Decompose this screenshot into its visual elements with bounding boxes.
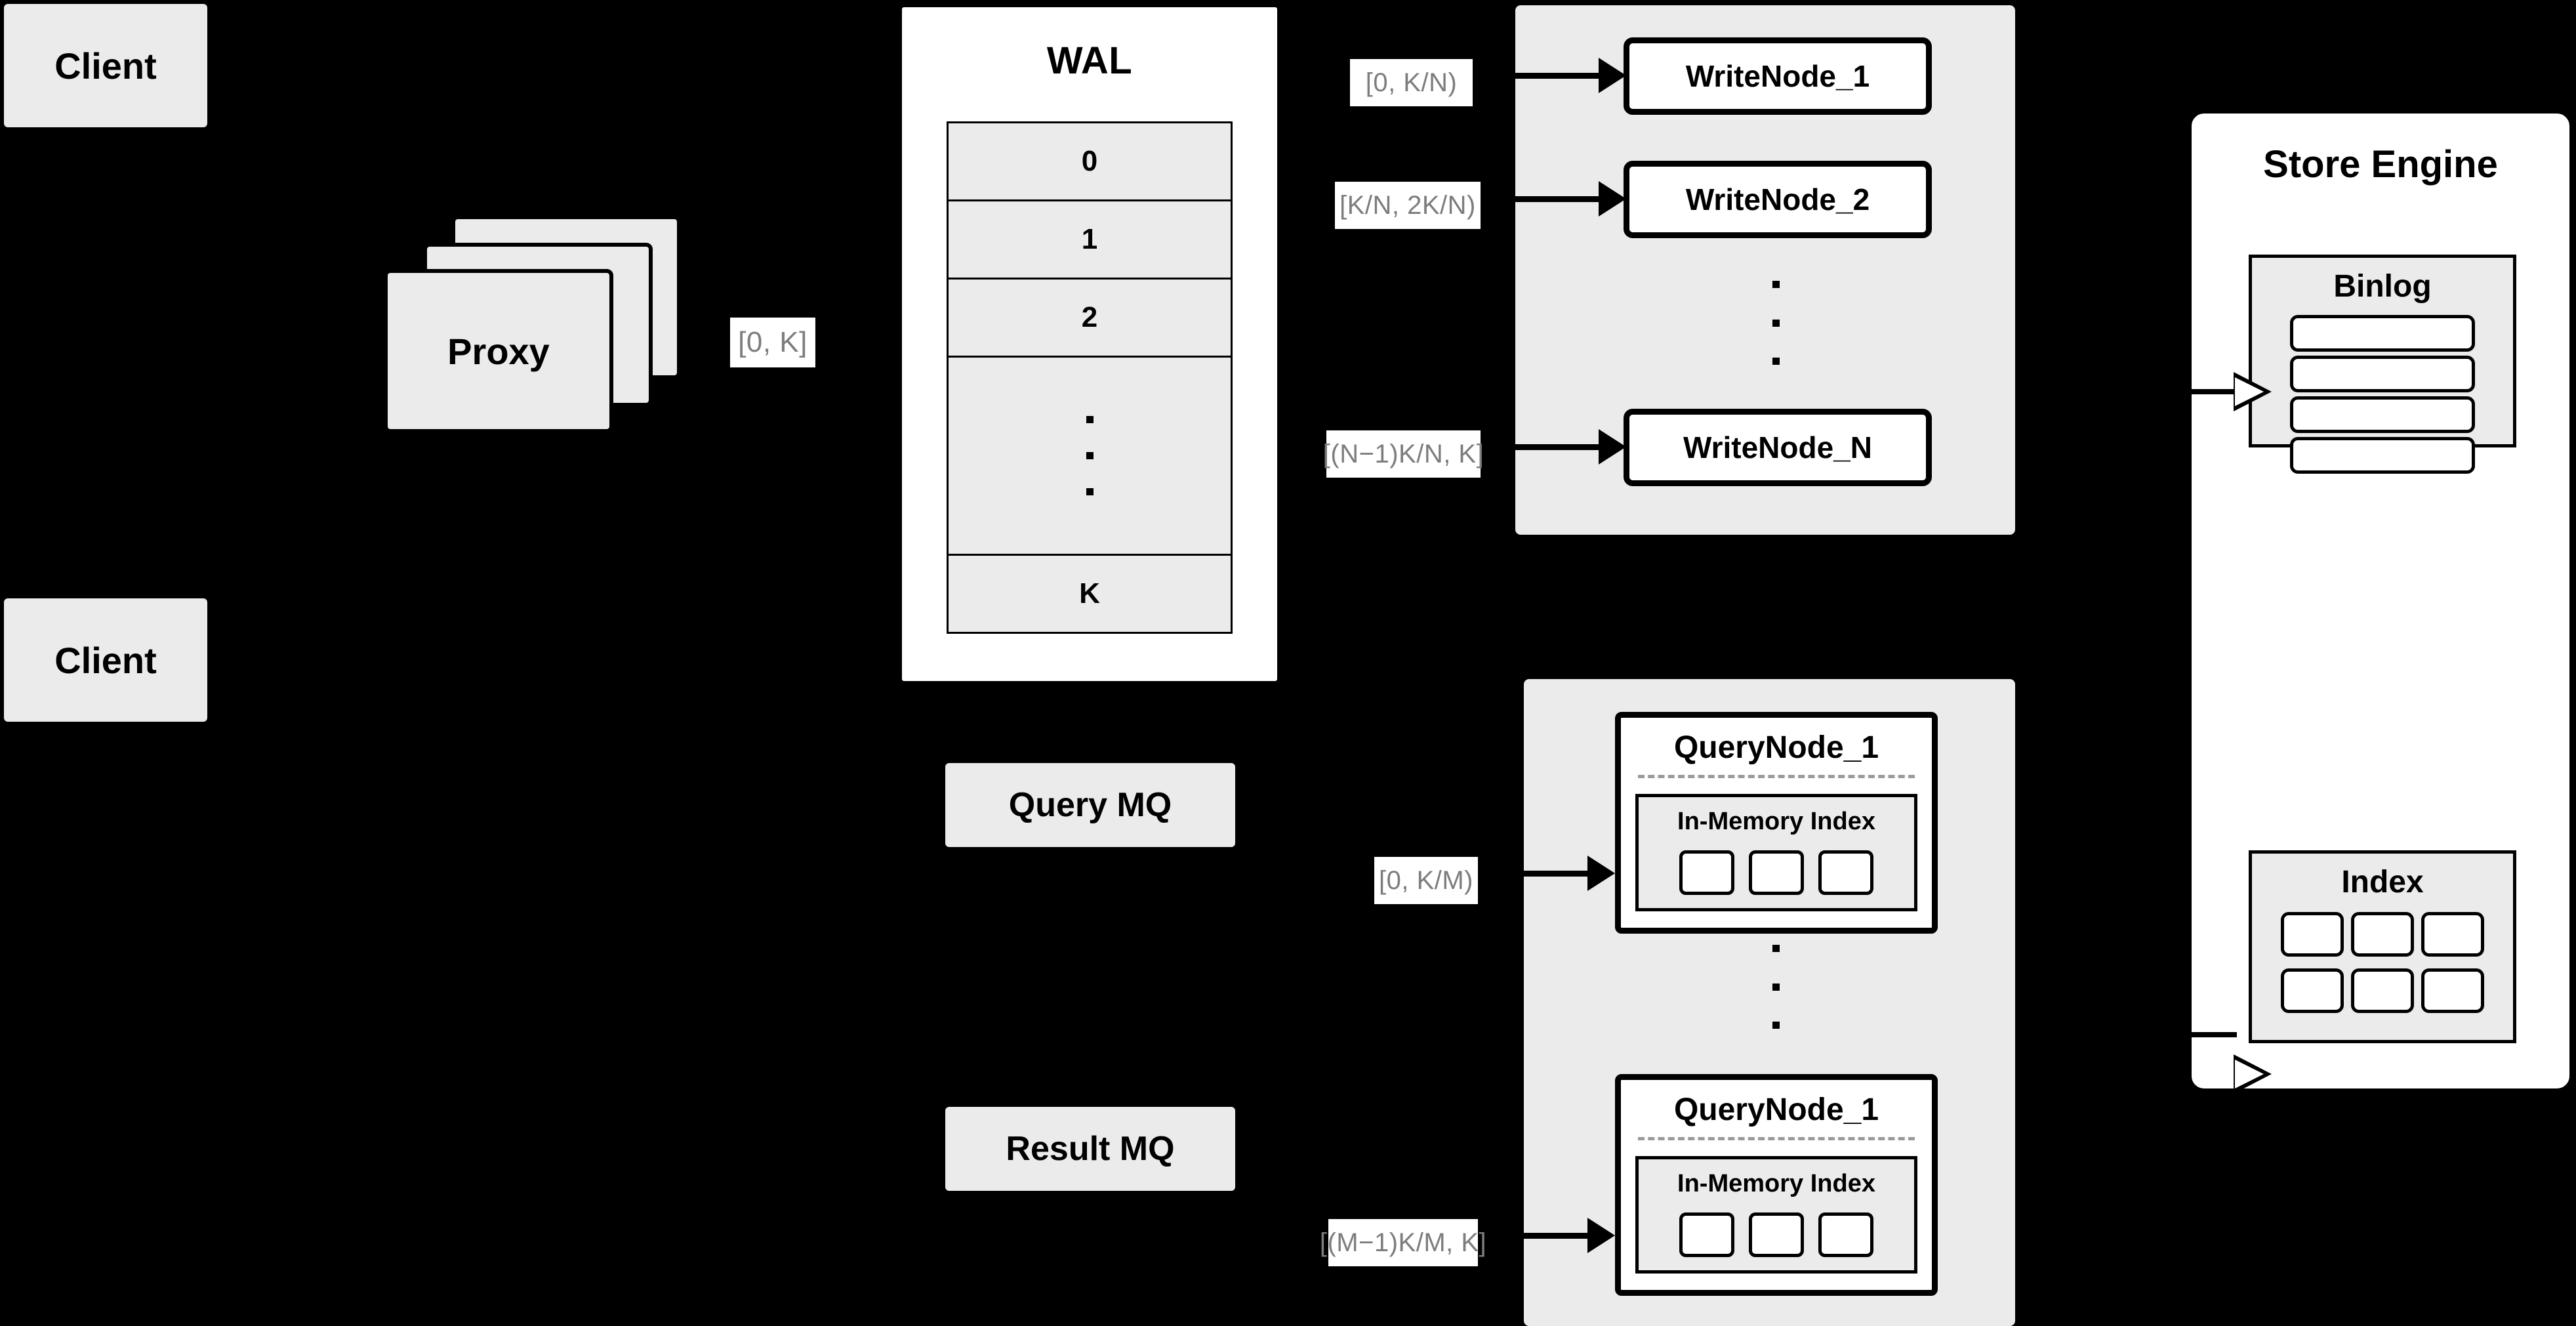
index-cell <box>1679 850 1734 895</box>
query-cluster-ellipsis <box>1771 945 1780 1029</box>
binlog-box: Binlog <box>2249 255 2516 474</box>
query-node-m-index-cells <box>1639 1198 1914 1270</box>
write-node-2[interactable]: WriteNode_2 <box>1624 161 1932 238</box>
index-cell <box>1818 850 1873 895</box>
arrow-line-to-write-node-2 <box>1515 196 1601 202</box>
query-node-m-index-title: In-Memory Index <box>1677 1170 1875 1197</box>
arrow-head-to-write-node-1 <box>1599 58 1626 93</box>
range-label-query-node-1: [0, K/M) <box>1374 857 1478 904</box>
index-cell <box>1749 850 1804 895</box>
query-node-1-title: QueryNode_1 <box>1673 730 1879 765</box>
arrow-head-hollow-binlog <box>2234 372 2272 411</box>
wal-panel: WAL 0 1 2 K <box>897 3 1282 686</box>
query-node-1-divider <box>1638 775 1915 778</box>
query-node-m-in-memory-index: In-Memory Index <box>1635 1156 1917 1274</box>
query-node-1-in-memory-index: In-Memory Index <box>1635 794 1917 911</box>
wal-table: 0 1 2 K <box>947 121 1233 634</box>
range-label-write-node-n: [(N−1)K/N, K] <box>1323 430 1484 478</box>
client-label-2: Client <box>54 639 157 681</box>
arrow-line-to-binlog <box>2187 389 2237 394</box>
index-grid-cell <box>2421 912 2484 957</box>
index-title: Index <box>2341 865 2424 900</box>
wal-row-ellipsis <box>949 358 1231 556</box>
index-grid-cell <box>2351 968 2414 1013</box>
write-node-1[interactable]: WriteNode_1 <box>1624 37 1932 115</box>
arrow-head-to-write-node-2 <box>1599 181 1626 217</box>
range-label-write-node-2: [K/N, 2K/N) <box>1335 182 1481 229</box>
index-grid-cell <box>2421 968 2484 1013</box>
range-label-query-node-m: [(M−1)K/M, K] <box>1320 1219 1486 1266</box>
arrow-head-to-write-node-n <box>1599 429 1626 465</box>
arrow-head-to-query-node-1 <box>1587 856 1615 891</box>
index-cell <box>1749 1212 1804 1257</box>
store-engine-title: Store Engine <box>2263 143 2498 186</box>
wal-row-1: 1 <box>949 201 1231 280</box>
index-grid-cell <box>2281 912 2344 957</box>
index-grid-cell <box>2351 912 2414 957</box>
result-mq-box[interactable]: Result MQ <box>945 1107 1235 1191</box>
arrow-line-to-query-node-m <box>1524 1233 1609 1239</box>
arrow-head-hollow-index <box>2234 1054 2272 1094</box>
wal-row-2: 2 <box>949 280 1231 358</box>
arrow-line-to-write-node-n <box>1515 444 1601 450</box>
wal-title: WAL <box>1046 39 1133 82</box>
arrow-head-to-query-node-m <box>1587 1218 1615 1253</box>
query-node-1[interactable]: QueryNode_1 In-Memory Index <box>1615 712 1938 934</box>
binlog-row <box>2290 356 2475 392</box>
index-cell <box>1679 1212 1734 1257</box>
range-label-proxy-to-wal: [0, K] <box>730 318 815 367</box>
client-label-1: Client <box>54 45 157 87</box>
binlog-row <box>2290 315 2475 352</box>
binlog-row <box>2290 396 2475 433</box>
arrow-line-to-index <box>2187 1032 2237 1037</box>
arrow-line-to-query-node-1 <box>1524 871 1609 877</box>
proxy-card-front[interactable]: Proxy <box>384 269 613 433</box>
proxy-label: Proxy <box>447 330 550 372</box>
query-node-m[interactable]: QueryNode_1 In-Memory Index <box>1615 1074 1938 1296</box>
index-cell <box>1818 1212 1873 1257</box>
write-node-n[interactable]: WriteNode_N <box>1624 409 1932 486</box>
query-mq-box[interactable]: Query MQ <box>945 763 1235 847</box>
binlog-title: Binlog <box>2333 269 2432 304</box>
write-cluster-ellipsis <box>1771 281 1780 365</box>
index-box: Index <box>2249 850 2516 1043</box>
client-box-1[interactable]: Client <box>4 4 207 127</box>
client-box-2[interactable]: Client <box>4 598 207 722</box>
query-node-m-title: QueryNode_1 <box>1673 1092 1879 1127</box>
wal-ellipsis-dots <box>1086 416 1094 495</box>
binlog-row <box>2290 437 2475 474</box>
query-node-1-index-title: In-Memory Index <box>1677 808 1875 835</box>
query-node-1-index-cells <box>1639 836 1914 908</box>
wal-row-k: K <box>1079 577 1100 610</box>
index-grid-cell <box>2281 968 2344 1013</box>
arrow-line-to-write-node-1 <box>1515 73 1601 79</box>
query-node-m-divider <box>1638 1137 1915 1140</box>
wal-row-0: 0 <box>949 123 1231 201</box>
range-label-write-node-1: [0, K/N) <box>1350 59 1473 106</box>
